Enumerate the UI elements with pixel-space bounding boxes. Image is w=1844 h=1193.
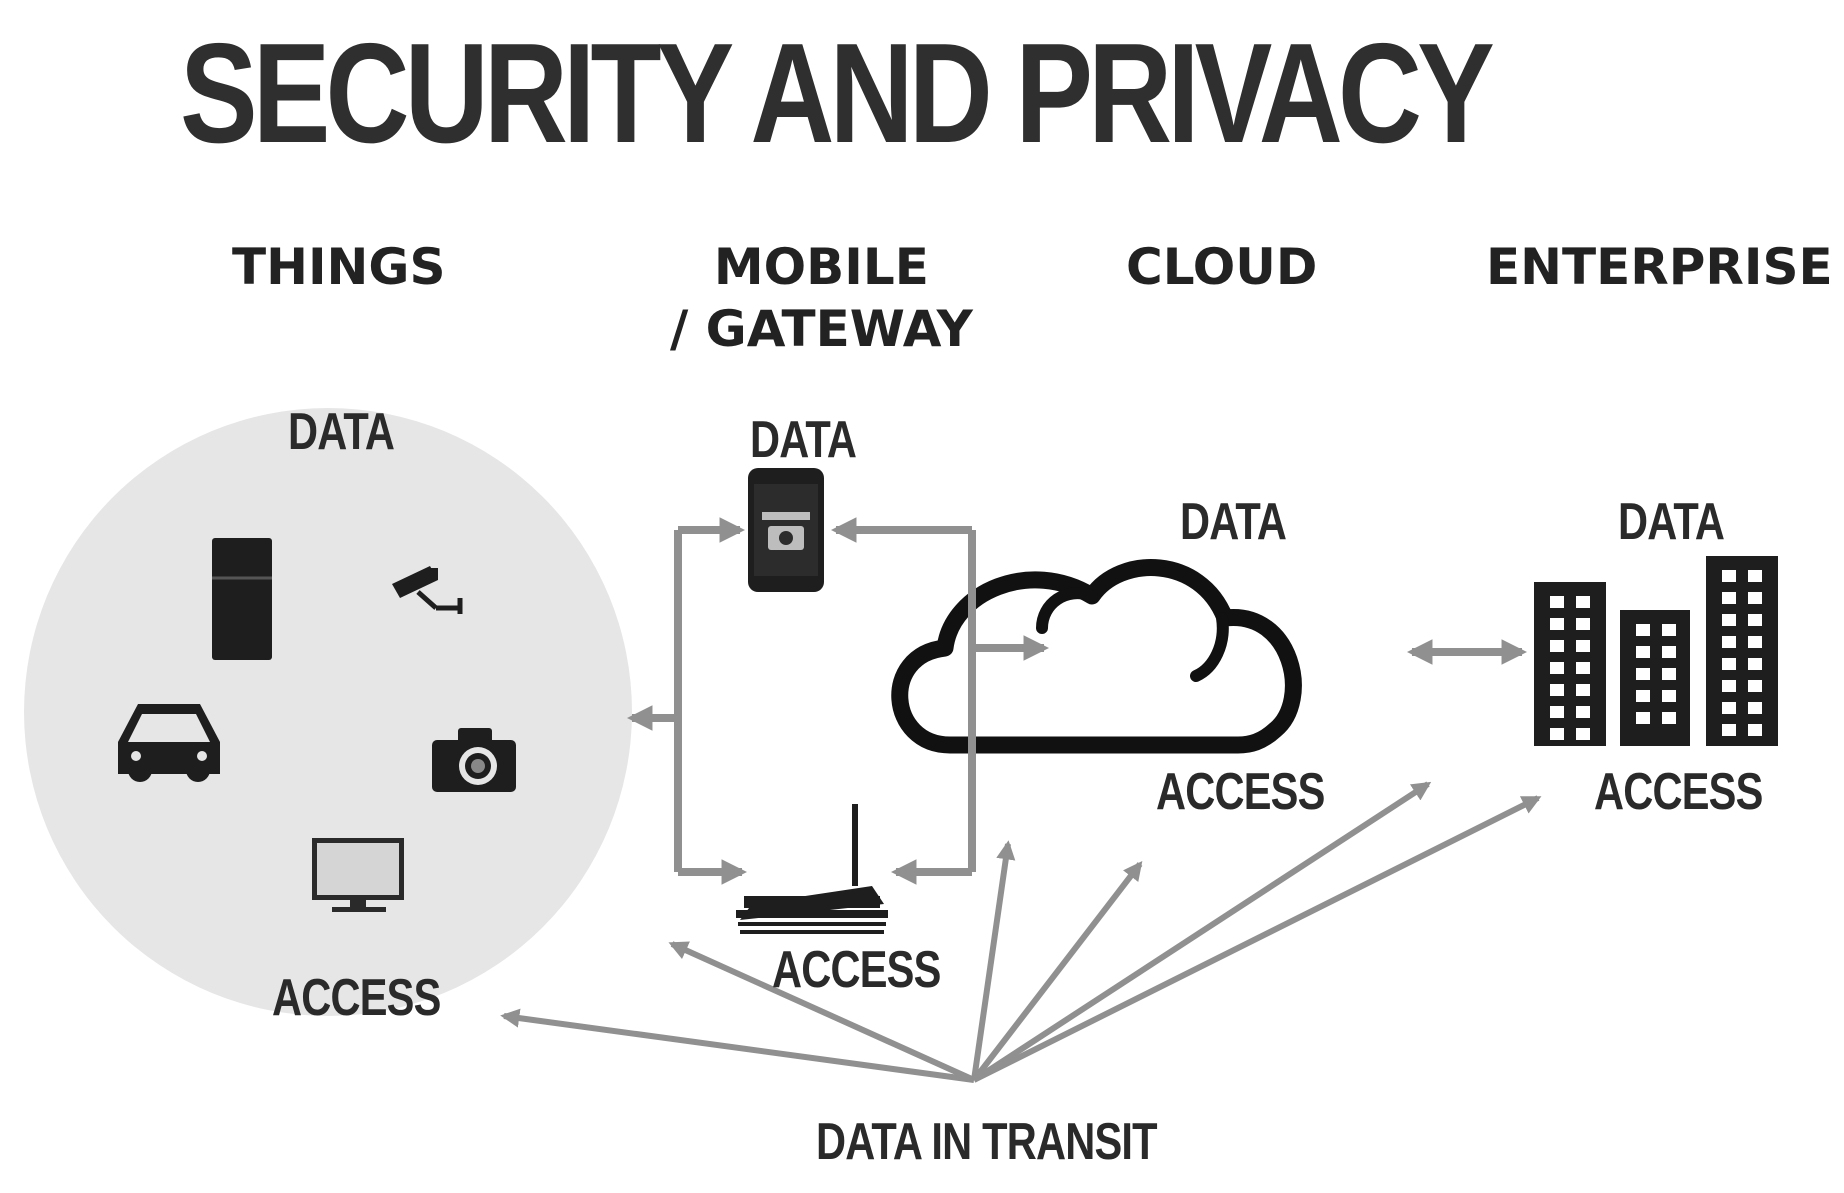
building-window	[1722, 614, 1736, 626]
cloud-inner-arc-right	[1190, 612, 1229, 682]
column-things: THINGS	[232, 238, 446, 296]
enterprise-data-label: DATA	[1618, 493, 1725, 551]
building-window	[1576, 706, 1590, 718]
cloud-access-label: ACCESS	[1156, 763, 1325, 821]
building-window	[1722, 570, 1736, 582]
column-mobile-line1: MOBILE	[713, 238, 929, 296]
building-window	[1748, 592, 1762, 604]
building-window	[1748, 636, 1762, 648]
building-window	[1636, 646, 1650, 658]
transit-arrows	[500, 781, 1542, 1083]
router-icon	[736, 804, 888, 934]
building-window	[1748, 570, 1762, 582]
building-window	[1550, 618, 1564, 630]
building-window	[1748, 658, 1762, 670]
building-window	[1748, 702, 1762, 714]
building-window	[1636, 624, 1650, 636]
monitor-icon	[312, 838, 404, 912]
building-window	[1636, 712, 1650, 724]
building-window	[1550, 640, 1564, 652]
building-window	[1576, 640, 1590, 652]
building-window	[1722, 592, 1736, 604]
column-mobile-line2: / GATEWAY	[670, 300, 973, 358]
building-window	[1722, 658, 1736, 670]
building-window	[1662, 668, 1676, 680]
building-window	[1662, 646, 1676, 658]
building-window	[1636, 690, 1650, 702]
building-window	[1550, 684, 1564, 696]
camera-icon	[432, 728, 516, 792]
enterprise-access-label: ACCESS	[1594, 763, 1763, 821]
building-window	[1636, 668, 1650, 680]
column-mobile-gateway: MOBILE / GATEWAY	[670, 236, 973, 360]
building-window	[1576, 662, 1590, 674]
cloud-inner-arc	[1036, 587, 1098, 634]
buildings-icon	[1534, 556, 1778, 746]
things-access-label: ACCESS	[272, 969, 441, 1027]
fridge-icon	[212, 538, 272, 660]
building-window	[1550, 596, 1564, 608]
building-window	[1722, 724, 1736, 736]
car-icon	[118, 704, 220, 782]
arrows-connections	[626, 517, 1528, 885]
building-window	[1576, 618, 1590, 630]
column-cloud: CLOUD	[1126, 238, 1318, 296]
mobile-data-label: DATA	[750, 411, 857, 469]
building-window	[1576, 728, 1590, 740]
gateway-access-label: ACCESS	[772, 941, 941, 999]
things-circle	[24, 408, 632, 1016]
building-window	[1748, 614, 1762, 626]
data-in-transit-label: DATA IN TRANSIT	[816, 1113, 1158, 1171]
cloud-icon	[891, 559, 1302, 754]
column-enterprise: ENTERPRISE	[1486, 238, 1833, 296]
building-window	[1576, 684, 1590, 696]
cloud-data-label: DATA	[1180, 493, 1287, 551]
building-window	[1576, 596, 1590, 608]
building-window	[1662, 624, 1676, 636]
diagram-title: SECURITY AND PRIVACY	[180, 14, 1495, 173]
building-window	[1722, 680, 1736, 692]
smartphone-icon	[748, 468, 824, 592]
building-window	[1550, 706, 1564, 718]
building-window	[1662, 690, 1676, 702]
things-data-label: DATA	[288, 403, 395, 461]
security-camera-icon	[392, 566, 463, 614]
building-window	[1722, 702, 1736, 714]
building-window	[1722, 636, 1736, 648]
building-window	[1748, 724, 1762, 736]
building-window	[1550, 728, 1564, 740]
building-window	[1748, 680, 1762, 692]
building-window	[1550, 662, 1564, 674]
building-window	[1662, 712, 1676, 724]
